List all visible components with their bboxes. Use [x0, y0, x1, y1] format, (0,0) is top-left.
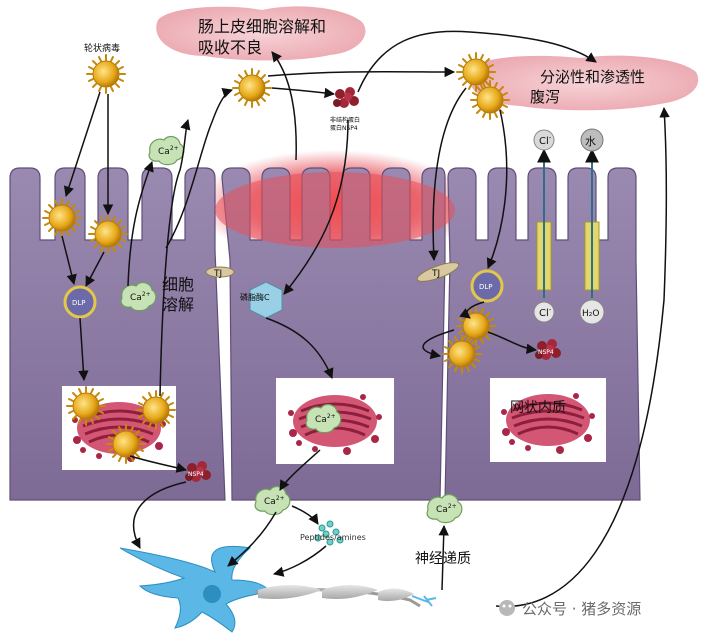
arrow — [495, 106, 670, 608]
label-cell-lysis-2: 溶解 — [162, 295, 194, 314]
arrow — [227, 511, 277, 567]
arrow — [265, 317, 334, 379]
h2o-label: H₂O — [582, 309, 599, 319]
arrow — [271, 87, 336, 99]
arrow — [283, 119, 349, 295]
label-cell-lysis-1: 细胞 — [162, 275, 194, 294]
label-rotavirus: 轮状病毒 — [84, 42, 120, 54]
rotavirus-icon — [442, 334, 482, 374]
label-epithelial-lysis-2: 吸收不良 — [198, 38, 262, 57]
cl-label: Cl- — [539, 306, 552, 319]
arrow — [438, 524, 449, 591]
watermark: 公众号 · 猪多资源 — [499, 600, 641, 618]
dlp-left — [63, 285, 97, 319]
arrow — [165, 88, 233, 249]
cl-ion-top — [533, 129, 555, 151]
label-nsp4-1: 非结构蛋白 — [330, 116, 360, 124]
arrow — [487, 331, 538, 355]
rotavirus-icon — [470, 80, 510, 120]
arrow — [428, 87, 467, 262]
rotavirus-icon — [232, 68, 272, 108]
tj-label: TJ — [213, 269, 222, 279]
ca-label: Ca2+ — [158, 145, 179, 157]
arrow — [422, 329, 455, 360]
peptides-amines-cluster — [314, 520, 344, 546]
label-diarrhea-1: 分泌性和渗透性 — [540, 68, 645, 86]
arrow — [61, 235, 77, 286]
enteric-neuron — [119, 545, 437, 633]
label-peptides: Peptides/amines — [300, 533, 366, 542]
arrow — [78, 317, 89, 382]
rotavirus-icon — [106, 424, 146, 464]
label-er: 网状内质 — [510, 400, 566, 416]
arrow — [459, 301, 485, 319]
arrow — [357, 30, 597, 93]
rotavirus-icon — [66, 386, 106, 426]
ca-label: Ca2+ — [130, 291, 151, 303]
malabsorption-cloud — [156, 6, 366, 61]
ca-label: Ca2+ — [264, 495, 285, 507]
cl-ion-bottom — [533, 301, 555, 323]
water-label: 水 — [585, 135, 596, 148]
ca-label: Ca2+ — [436, 503, 457, 515]
arrow — [272, 545, 327, 577]
arrow — [129, 455, 188, 473]
h2o-molecule-bottom — [579, 299, 605, 325]
arrow — [127, 161, 154, 287]
label-epithelial-lysis-1: 肠上皮细胞溶解和 — [198, 17, 326, 36]
arrow — [159, 118, 191, 397]
nsp4-label: NSP4 — [188, 471, 204, 478]
diarrhea-cloud — [468, 55, 699, 111]
rotavirus-icon — [86, 54, 126, 94]
tj-label: TJ — [431, 269, 440, 279]
phospholipase-c — [249, 281, 283, 319]
water-molecule-top — [580, 128, 604, 152]
inflammation-core — [215, 172, 455, 248]
arrow — [279, 449, 321, 491]
arrow — [291, 505, 319, 525]
label-nsp4-2: 蛋白NSP4 — [330, 124, 358, 132]
arrow — [63, 91, 101, 197]
rotavirus-icon — [136, 390, 176, 430]
tight-junction-right — [416, 262, 460, 282]
arrow — [271, 51, 297, 161]
label-diarrhea-2: 腹泻 — [530, 88, 560, 106]
rotavirus-icon — [88, 214, 128, 254]
label-plc: 磷脂酶C — [240, 292, 270, 302]
arrow — [267, 66, 456, 78]
nsp4-label: NSP4 — [538, 349, 554, 356]
dlp-label: DLP — [479, 283, 493, 291]
ca-label: Ca2+ — [315, 413, 336, 425]
nsp4-cluster — [333, 87, 359, 108]
dlp-label: DLP — [72, 299, 86, 307]
arrow — [130, 481, 187, 549]
tight-junction-left — [205, 266, 235, 278]
rotavirus-icon — [42, 198, 82, 238]
label-neurotransmitter: 神经递质 — [415, 551, 471, 567]
arrow — [486, 109, 508, 269]
cl-label: Cl- — [539, 134, 552, 147]
arrow — [85, 251, 105, 287]
watermark-text: 公众号 · 猪多资源 — [522, 600, 641, 618]
dlp-right — [470, 269, 504, 303]
